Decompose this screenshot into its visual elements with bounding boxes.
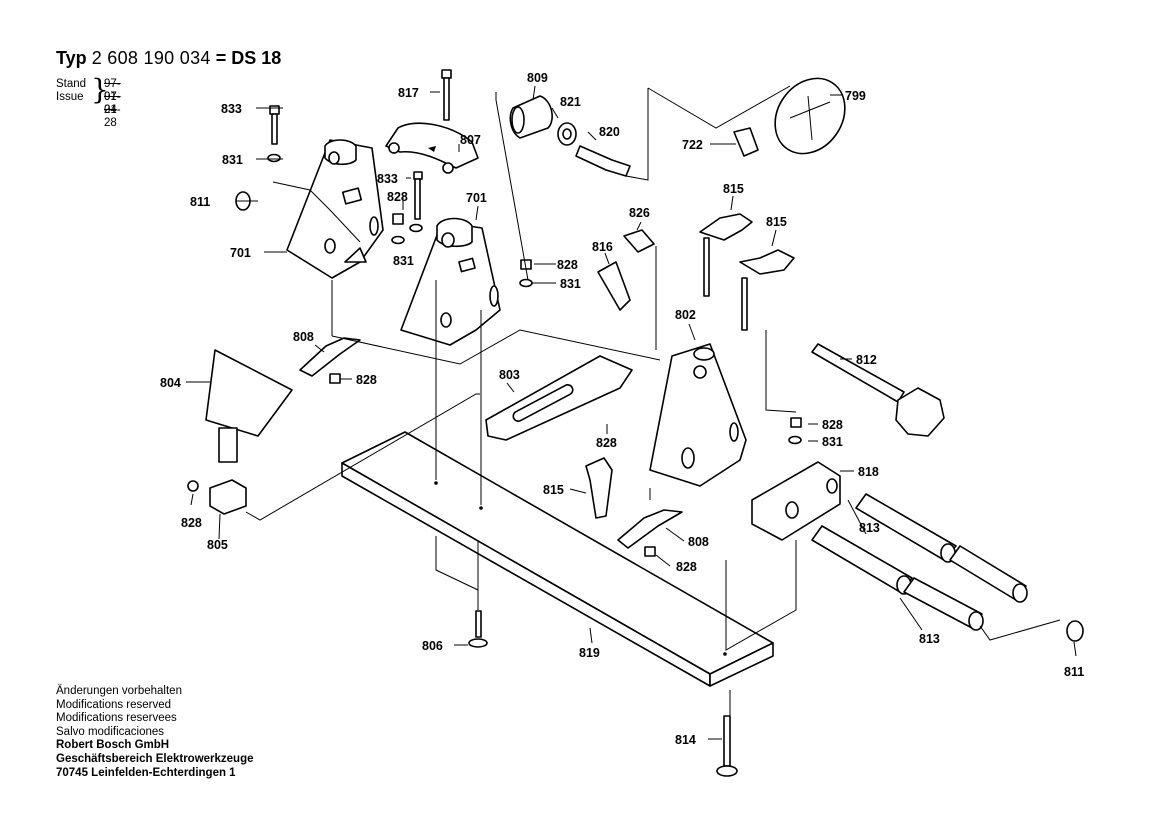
label-808-left: 808 xyxy=(293,330,314,344)
footer-line-2: Modifications reserved xyxy=(56,698,172,711)
label-722: 722 xyxy=(682,138,703,152)
label-701-right: 701 xyxy=(466,191,487,205)
footer-line-4: Salvo modificaciones xyxy=(56,725,165,738)
revision-block: Stand 97-01-24 Issue 97-01-28 } xyxy=(56,76,121,130)
footer-address: 70745 Leinfelden-Echterdingen 1 xyxy=(56,766,236,779)
footer-company: Robert Bosch GmbH xyxy=(56,739,170,752)
typ-label: Typ xyxy=(56,48,87,68)
foot-left xyxy=(299,337,361,377)
stand-label: Stand xyxy=(56,78,87,90)
foot-right xyxy=(617,509,683,549)
label-831-left: 831 xyxy=(222,153,243,167)
label-828-c: 828 xyxy=(356,373,377,387)
label-799: 799 xyxy=(845,89,866,103)
base-plate xyxy=(341,431,774,687)
upright-left xyxy=(286,139,384,279)
assembly-lines xyxy=(186,85,1077,740)
part-labels: 799 722 809 821 820 817 807 833 833 831 … xyxy=(160,71,1084,747)
label-821: 821 xyxy=(560,95,581,109)
label-831-mid: 831 xyxy=(393,254,414,268)
upright-rear xyxy=(649,343,747,487)
brace-symbol: } xyxy=(91,73,109,106)
label-815-b: 815 xyxy=(766,215,787,229)
label-833-left: 833 xyxy=(221,102,242,116)
tube-holder xyxy=(751,461,841,541)
adjustment-arm xyxy=(485,355,633,441)
label-813-b: 813 xyxy=(919,632,940,646)
label-811-right: 811 xyxy=(1064,665,1084,679)
clamp-block xyxy=(187,479,247,515)
spindle-parts xyxy=(509,95,631,177)
upright-right xyxy=(400,217,501,346)
label-814: 814 xyxy=(675,733,696,747)
label-831-rear: 831 xyxy=(822,435,843,449)
label-819: 819 xyxy=(579,646,600,660)
support-tubes xyxy=(811,493,1028,631)
label-833-mid: 833 xyxy=(377,172,398,186)
typ-number: 2 608 190 034 xyxy=(91,48,211,68)
label-808-right: 808 xyxy=(688,535,709,549)
label-805: 805 xyxy=(207,538,228,552)
guide-tip xyxy=(623,229,655,253)
drill-bit-holder xyxy=(733,127,759,157)
label-807: 807 xyxy=(460,133,481,147)
ring-right xyxy=(1066,620,1084,642)
stand-date: 97-01-24 xyxy=(104,78,121,116)
clamp-bracket xyxy=(385,122,479,174)
legal-footer: Änderungen vorbehalten Modifications res… xyxy=(56,685,254,780)
drawing-title: Typ 2 608 190 034 = DS 18 xyxy=(56,48,281,69)
label-828-e: 828 xyxy=(822,418,843,432)
label-820: 820 xyxy=(599,125,620,139)
label-815-c: 815 xyxy=(543,483,564,497)
label-828-f: 828 xyxy=(181,516,202,530)
label-828-d: 828 xyxy=(596,436,617,450)
label-831-right: 831 xyxy=(560,277,581,291)
footer-division: Geschäftsbereich Elektrowerkzeuge xyxy=(56,752,254,765)
label-828-a: 828 xyxy=(387,190,408,204)
drawing-header: Typ 2 608 190 034 = DS 18 xyxy=(56,48,281,69)
label-811-left: 811 xyxy=(190,195,210,209)
label-812: 812 xyxy=(856,353,877,367)
label-817: 817 xyxy=(398,86,419,100)
label-828-g: 828 xyxy=(676,560,697,574)
label-816: 816 xyxy=(592,240,613,254)
footer-line-3: Modifications reservees xyxy=(56,712,177,725)
funnel-guide xyxy=(205,349,293,463)
issue-date: 97-01-28 xyxy=(104,91,121,129)
issue-label: Issue xyxy=(56,91,84,103)
footer-line-1: Änderungen vorbehalten xyxy=(56,685,182,697)
screws xyxy=(267,69,802,777)
levers xyxy=(585,213,795,519)
label-804: 804 xyxy=(160,376,181,390)
label-701-left: 701 xyxy=(230,246,251,260)
label-815-a: 815 xyxy=(723,182,744,196)
label-802: 802 xyxy=(675,308,696,322)
label-803: 803 xyxy=(499,368,520,382)
label-818: 818 xyxy=(858,465,879,479)
threaded-spindle xyxy=(811,343,945,437)
label-809: 809 xyxy=(527,71,548,85)
label-813-a: 813 xyxy=(859,521,880,535)
label-828-b: 828 xyxy=(557,258,578,272)
label-806: 806 xyxy=(422,639,443,653)
model-name: = DS 18 xyxy=(215,48,282,68)
abrasive-disc xyxy=(774,77,846,155)
label-826: 826 xyxy=(629,206,650,220)
